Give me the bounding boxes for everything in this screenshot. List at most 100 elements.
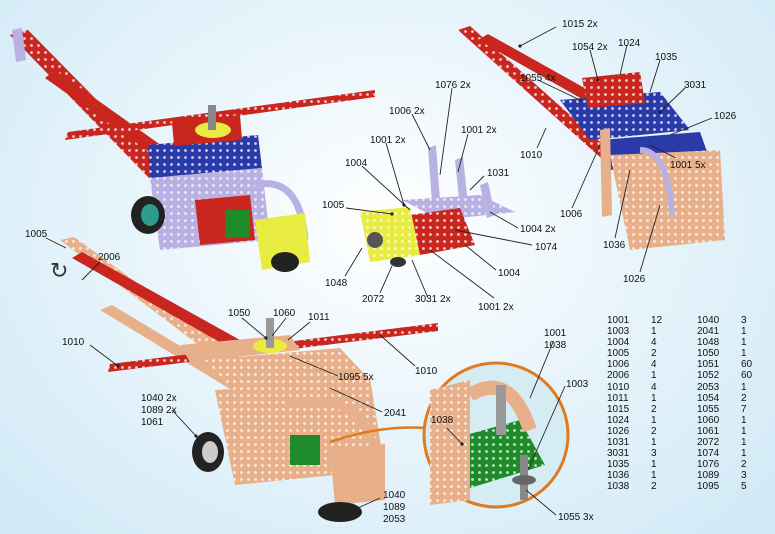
part-quantity: 60 xyxy=(741,359,753,371)
label: 1005 xyxy=(322,200,345,211)
part-number: 1048 xyxy=(697,337,720,349)
parts-list-row: 2006 1 xyxy=(607,370,675,381)
label: 2006 xyxy=(98,252,121,263)
label: 1004 2x xyxy=(520,224,556,235)
part-quantity: 2 xyxy=(651,425,657,437)
label: 1026 xyxy=(714,111,737,122)
part-number: 3031 xyxy=(607,448,630,460)
label: 1004 xyxy=(498,268,521,279)
part-quantity: 2 xyxy=(651,348,657,360)
part-number: 2041 xyxy=(697,326,720,338)
parts-list-row: 1005 2 xyxy=(607,348,675,359)
part-number: 1055 xyxy=(697,403,720,415)
part-number: 1001 xyxy=(607,315,630,326)
parts-list-row: 1001 12 xyxy=(607,315,675,326)
part-number: 1026 xyxy=(607,425,630,437)
label: 1001 2x xyxy=(461,125,497,136)
part-number: 2006 xyxy=(607,370,630,382)
label: 1089 2x xyxy=(141,405,177,416)
label: 1040 xyxy=(383,490,406,501)
label: 3031 2x xyxy=(415,294,451,305)
part-number: 1095 xyxy=(697,481,720,493)
parts-list-row: 1015 2 xyxy=(607,404,675,415)
label: 1035 xyxy=(655,52,678,63)
part-quantity: 1 xyxy=(741,326,747,338)
part-number: 1031 xyxy=(607,437,630,449)
part-number: 1006 xyxy=(607,359,630,371)
parts-list-row: 1051 60 xyxy=(697,359,765,370)
helicopter-model-final xyxy=(60,237,438,522)
arrowheads xyxy=(116,44,662,446)
label: 1055 4x xyxy=(520,73,556,84)
parts-list-row: 1006 4 xyxy=(607,359,675,370)
helicopter-model-colored xyxy=(10,28,375,272)
part-number: 1004 xyxy=(607,337,630,349)
label: 1001 2x xyxy=(370,135,406,146)
parts-list-row: 1038 2 xyxy=(607,481,675,492)
part-number: 1076 xyxy=(697,459,720,471)
part-number: 1036 xyxy=(607,470,630,482)
part-quantity: 2 xyxy=(651,481,657,493)
part-quantity: 12 xyxy=(651,315,663,326)
label: 1036 xyxy=(603,240,626,251)
parts-list-row: 1048 1 xyxy=(697,337,765,348)
parts-list-row: 1095 5 xyxy=(697,481,765,492)
part-number: 1052 xyxy=(697,370,720,382)
part-quantity: 2 xyxy=(741,459,747,471)
part-number: 1010 xyxy=(607,381,630,393)
part-quantity: 1 xyxy=(651,414,657,426)
part-number: 1040 xyxy=(697,315,720,326)
label: 1076 2x xyxy=(435,80,471,91)
part-number: 1089 xyxy=(697,470,720,482)
label: 1031 xyxy=(487,168,510,179)
label: 1089 xyxy=(383,502,406,513)
label: 1024 xyxy=(618,38,641,49)
part-quantity: 1 xyxy=(741,337,747,349)
label: 1003 xyxy=(566,379,589,390)
label: 1026 xyxy=(623,274,646,285)
part-number: 1051 xyxy=(697,359,720,371)
part-number: 1038 xyxy=(607,481,630,493)
label: 1038 xyxy=(544,340,567,351)
label: 1040 2x xyxy=(141,393,177,404)
label: 1048 xyxy=(325,278,348,289)
part-quantity: 1 xyxy=(651,370,657,382)
part-number: 1061 xyxy=(697,425,720,437)
part-quantity: 2 xyxy=(651,403,657,415)
helicopter-model-partial xyxy=(458,26,725,250)
label: 1001 5x xyxy=(670,160,706,171)
part-number: 2072 xyxy=(697,437,720,449)
part-number: 1015 xyxy=(607,403,630,415)
label: 2053 xyxy=(383,514,406,525)
cabin-assembly xyxy=(360,145,515,267)
part-quantity: 4 xyxy=(651,359,657,371)
label: 2041 xyxy=(384,408,407,419)
label: 1001 xyxy=(544,328,567,339)
rotation-arrow-icon: ↻ xyxy=(50,258,69,283)
part-number: 1050 xyxy=(697,348,720,360)
part-quantity: 5 xyxy=(741,481,747,493)
part-number: 1060 xyxy=(697,414,720,426)
part-quantity: 1 xyxy=(651,459,657,471)
part-number: 1005 xyxy=(607,348,630,360)
part-quantity: 1 xyxy=(741,448,747,460)
part-number: 2053 xyxy=(697,381,720,393)
label: 1055 3x xyxy=(558,512,594,523)
part-quantity: 1 xyxy=(651,326,657,338)
part-quantity: 3 xyxy=(741,315,747,326)
